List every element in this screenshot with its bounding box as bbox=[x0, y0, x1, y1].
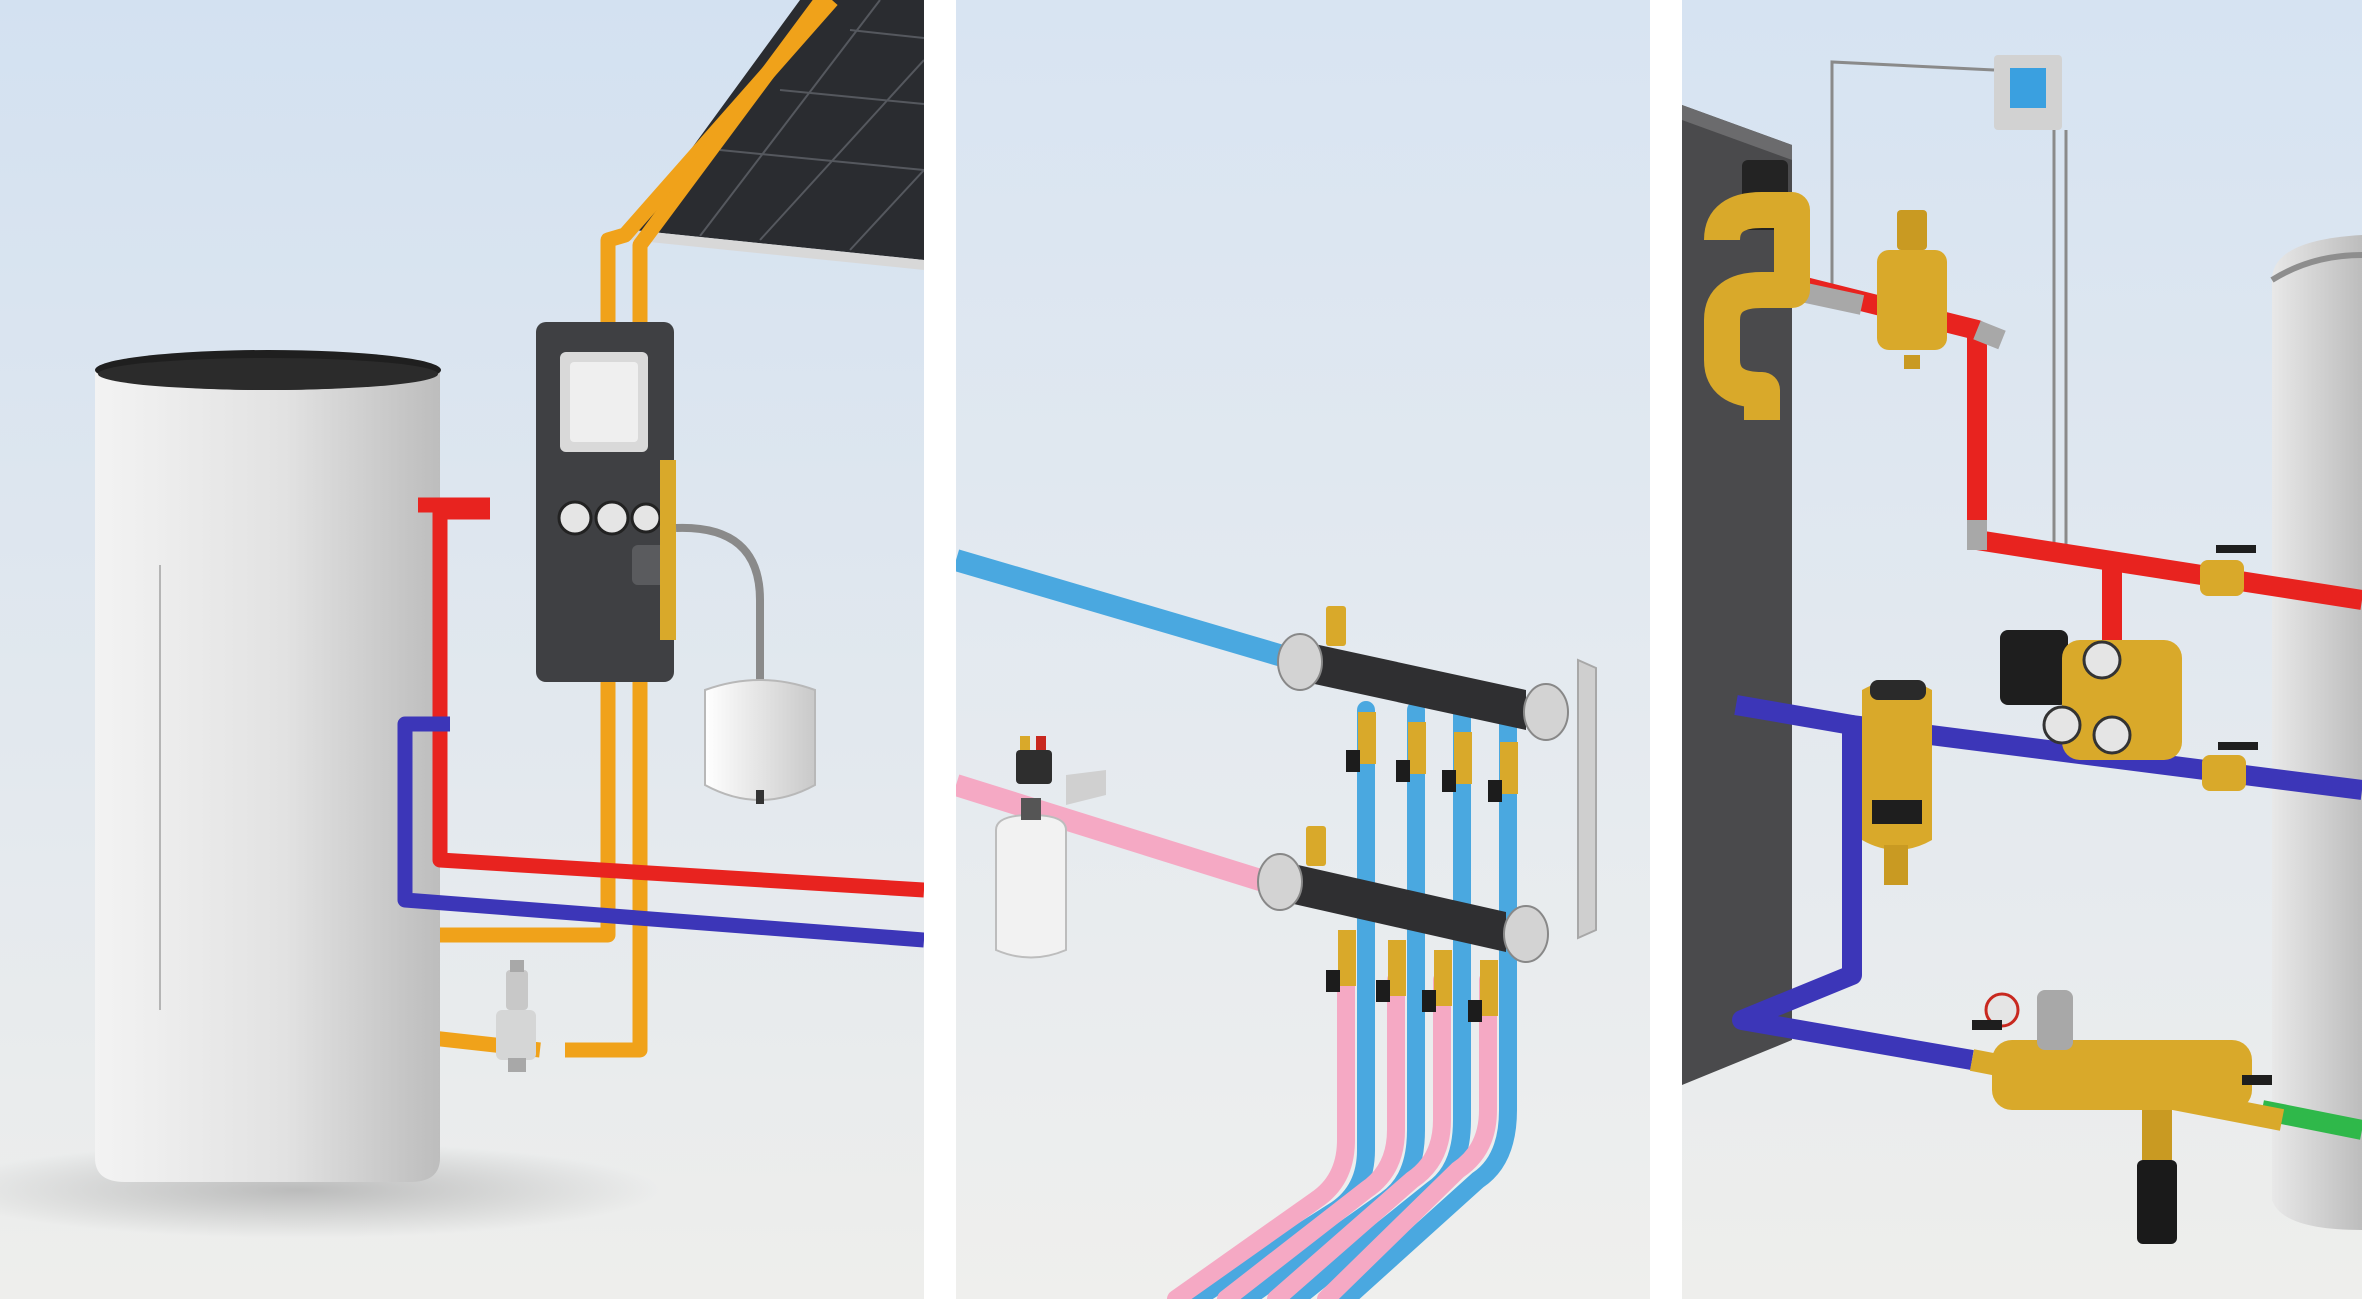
cold-water-pipe bbox=[397, 716, 924, 948]
circulator-pump bbox=[2000, 630, 2182, 760]
storage-tank bbox=[2270, 235, 2362, 1230]
mixing-valve bbox=[496, 960, 536, 1072]
expansion-tank bbox=[675, 523, 816, 804]
hot-water-pipe bbox=[418, 497, 924, 898]
thermostat bbox=[1830, 55, 2068, 560]
gauge-icon bbox=[594, 500, 630, 536]
radiant-manifold-panel bbox=[956, 0, 1650, 1299]
expansion-tank bbox=[995, 770, 1106, 959]
solar-water-heater-panel bbox=[0, 0, 924, 1299]
gauge-icon bbox=[2092, 715, 2132, 755]
return-pipe bbox=[956, 774, 1280, 896]
gauge-icon bbox=[2082, 640, 2122, 680]
air-separator bbox=[1016, 736, 1052, 784]
gauge-icon bbox=[2042, 705, 2082, 745]
supply-pipe bbox=[956, 549, 1300, 671]
backflow-preventer bbox=[1972, 990, 2272, 1244]
gauge-icon bbox=[630, 502, 662, 534]
pex-loops bbox=[1167, 701, 1517, 1299]
isolation-valves bbox=[2200, 545, 2258, 791]
solar-collector bbox=[630, 0, 924, 270]
air-vent bbox=[1704, 160, 1810, 420]
storage-tank bbox=[95, 350, 441, 1182]
panel-divider bbox=[1650, 0, 1682, 1299]
manifold-bracket bbox=[1577, 658, 1597, 940]
dirt-separator bbox=[1862, 680, 1932, 885]
panel-divider bbox=[924, 0, 956, 1299]
return-manifold bbox=[1257, 826, 1549, 1022]
gauge-icon bbox=[557, 500, 593, 536]
supply-manifold bbox=[1277, 606, 1569, 802]
thermostat-display bbox=[2010, 68, 2046, 108]
boiler-piping-panel bbox=[1682, 0, 2362, 1299]
pressure-relief-valve bbox=[1877, 210, 1947, 369]
solar-pump-station bbox=[536, 322, 676, 682]
